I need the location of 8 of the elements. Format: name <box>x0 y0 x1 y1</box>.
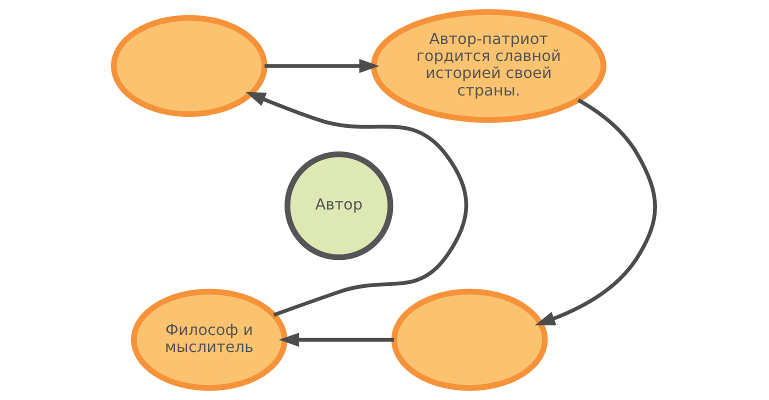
node-ellipse: Автор-патриот гордится славной историей своей страны. <box>370 9 606 123</box>
node-ellipse <box>391 288 548 391</box>
arrow <box>535 98 657 326</box>
arrow <box>246 92 468 317</box>
arrow <box>264 58 380 74</box>
arrow <box>278 332 394 347</box>
node-ellipse: Философ и мыслитель <box>130 288 288 391</box>
node-circle: Автор <box>284 151 394 260</box>
